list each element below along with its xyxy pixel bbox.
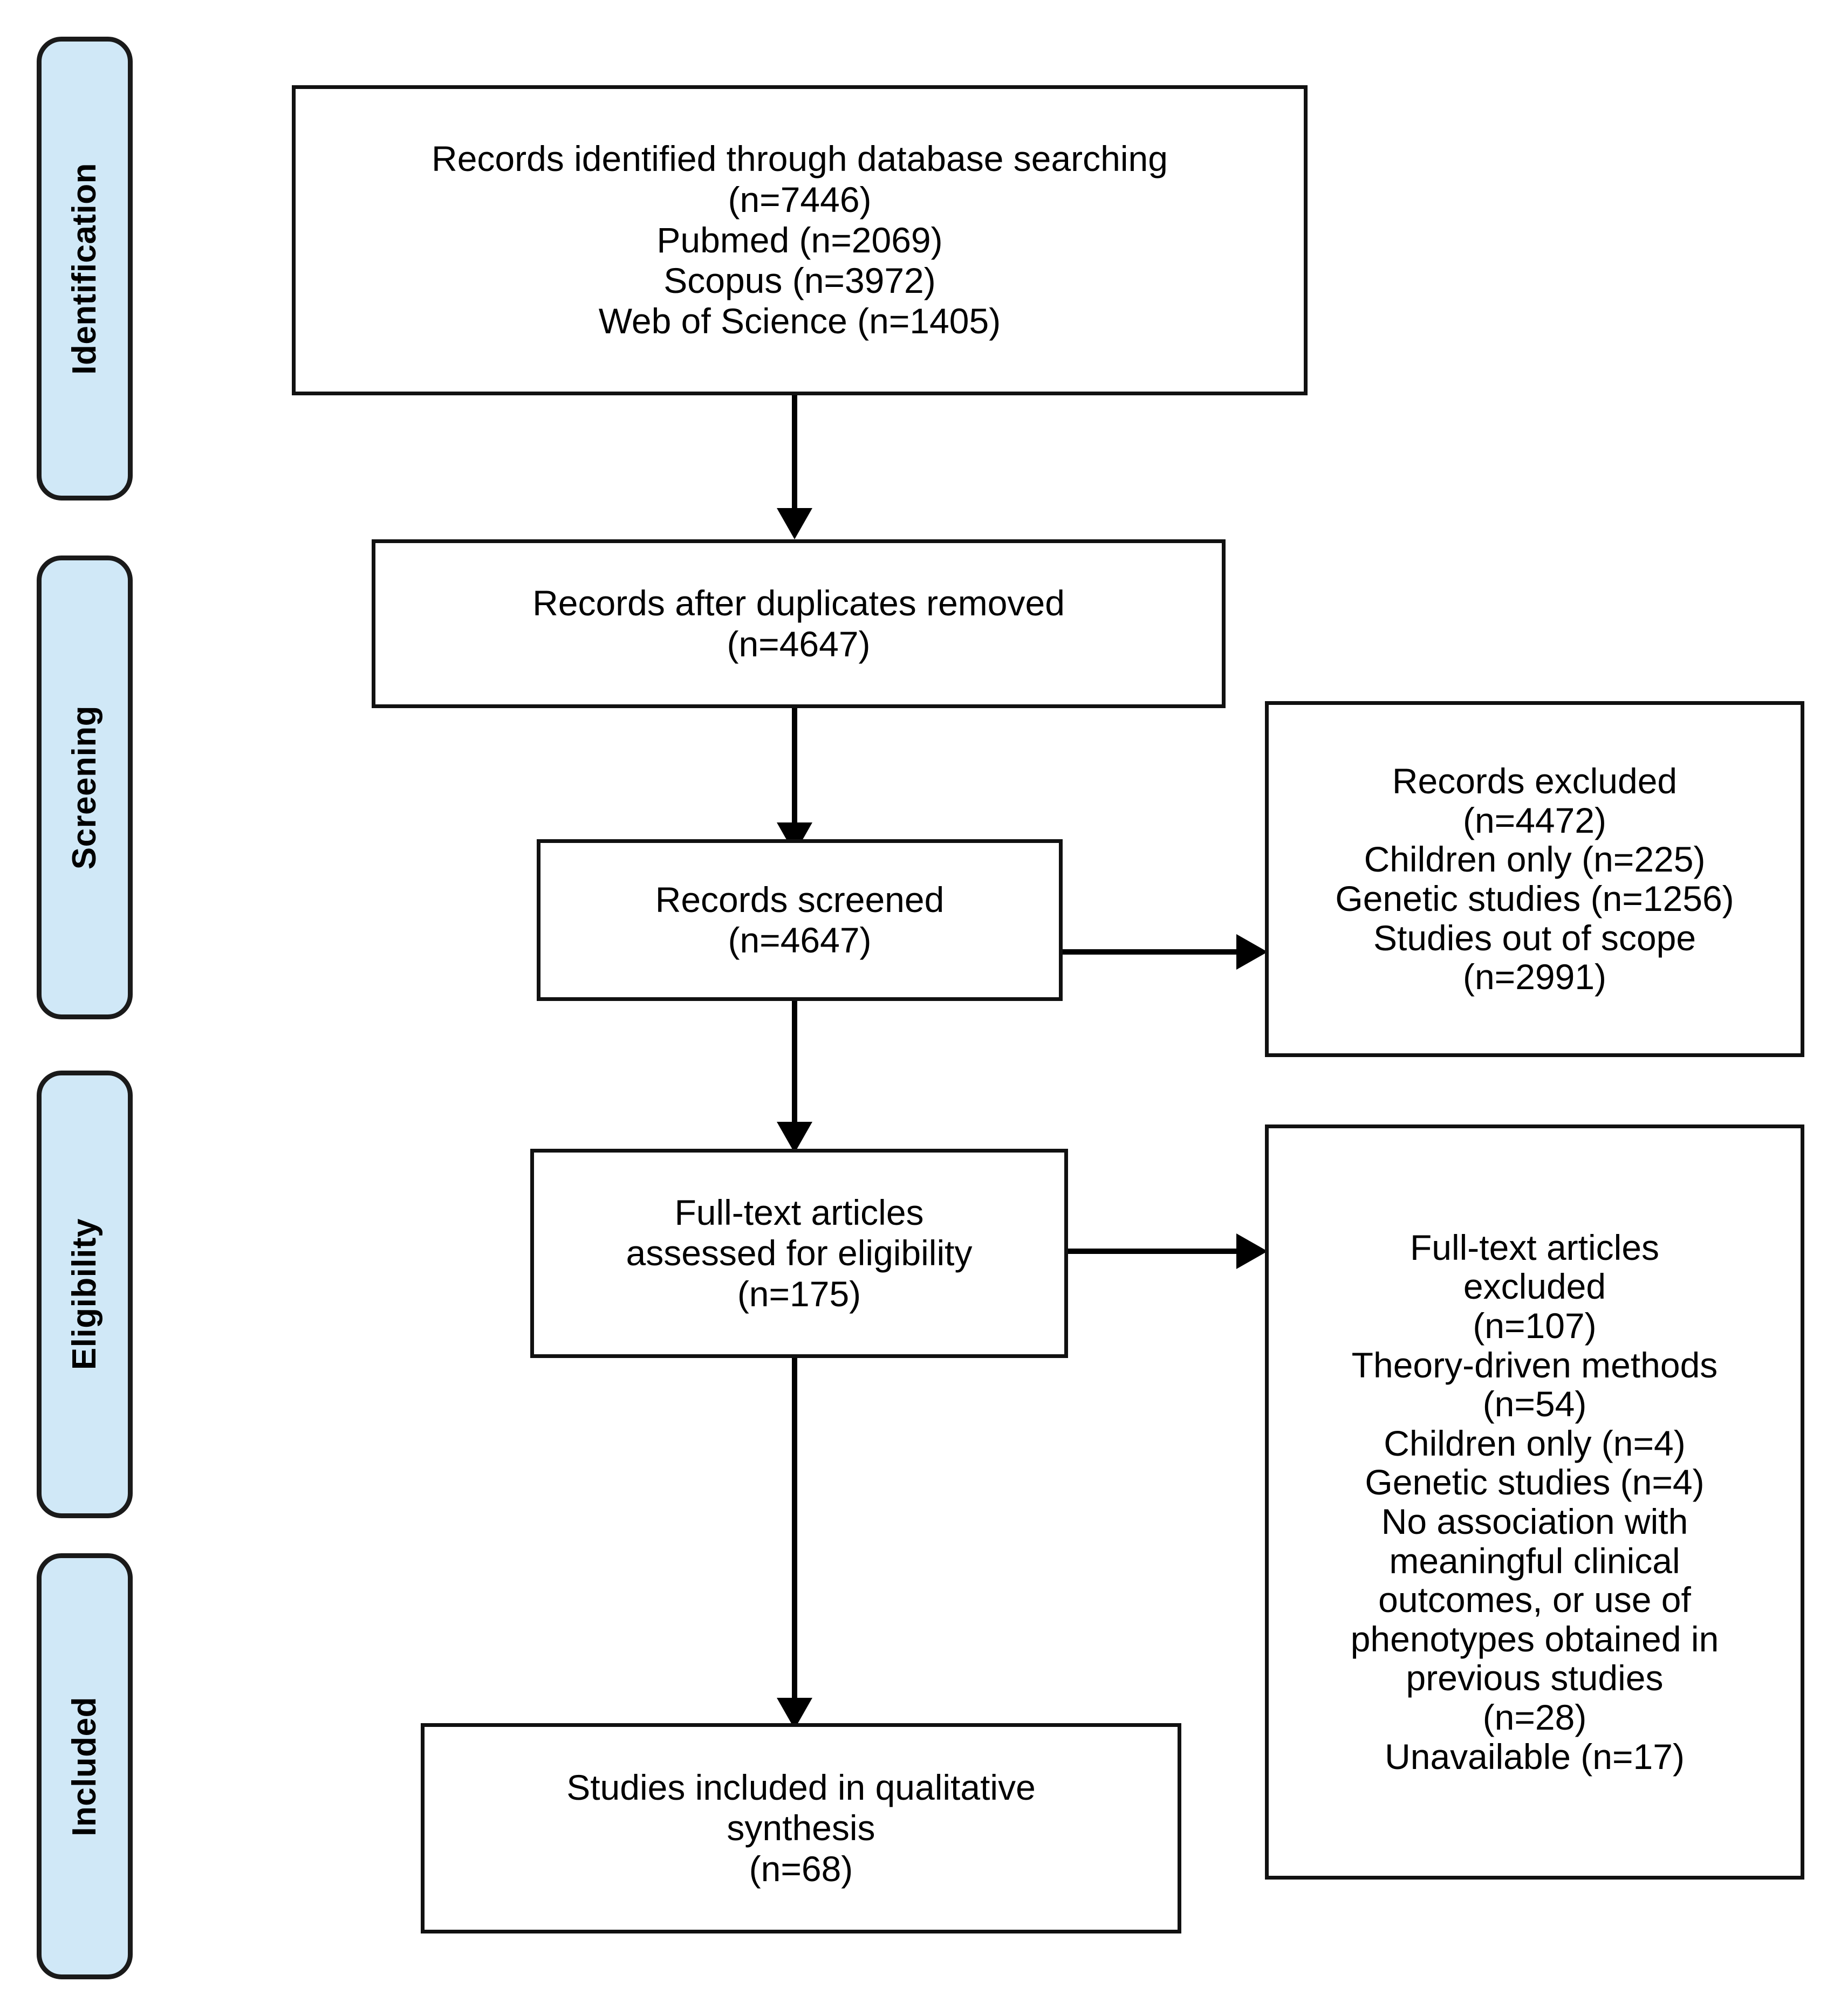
stage-label-eligibility: Eligibility bbox=[37, 1071, 133, 1518]
arrowhead-identified-to-duplicates bbox=[777, 508, 812, 539]
box-fulltext-assessed: Full-text articles assessed for eligibil… bbox=[530, 1149, 1068, 1358]
box-records-identified-text: Records identified through database sear… bbox=[432, 139, 1168, 341]
stage-label-included-text: Included bbox=[66, 1696, 103, 1836]
box-studies-included: Studies included in qualitative synthesi… bbox=[421, 1723, 1181, 1933]
box-records-excluded: Records excluded (n=4472) Children only … bbox=[1265, 701, 1804, 1057]
box-records-after-duplicates-text: Records after duplicates removed (n=4647… bbox=[532, 583, 1065, 664]
stage-label-screening-text: Screening bbox=[66, 705, 103, 870]
box-records-excluded-text: Records excluded (n=4472) Children only … bbox=[1335, 761, 1734, 997]
arrowhead-screened-to-excluded bbox=[1236, 934, 1268, 970]
box-records-screened-text: Records screened (n=4647) bbox=[655, 879, 945, 960]
box-studies-included-text: Studies included in qualitative synthesi… bbox=[566, 1767, 1036, 1889]
connector-fulltext-to-included bbox=[792, 1358, 797, 1700]
stage-label-identification-text: Identification bbox=[66, 162, 103, 375]
connector-screened-to-excluded bbox=[1063, 949, 1238, 955]
arrowhead-fulltext-to-excluded bbox=[1236, 1233, 1268, 1269]
box-fulltext-excluded: Full-text articles excluded (n=107) Theo… bbox=[1265, 1124, 1804, 1880]
connector-fulltext-to-excluded bbox=[1068, 1249, 1238, 1254]
connector-duplicates-to-screened bbox=[792, 708, 797, 824]
stage-label-identification: Identification bbox=[37, 37, 133, 500]
stage-label-screening: Screening bbox=[37, 556, 133, 1019]
box-fulltext-assessed-text: Full-text articles assessed for eligibil… bbox=[626, 1192, 973, 1314]
connector-identified-to-duplicates bbox=[792, 395, 797, 510]
stage-label-eligibility-text: Eligibility bbox=[66, 1218, 103, 1370]
connector-screened-to-fulltext bbox=[792, 1001, 797, 1124]
box-records-identified: Records identified through database sear… bbox=[292, 85, 1308, 395]
arrowhead-screened-to-fulltext bbox=[777, 1122, 812, 1153]
box-records-screened: Records screened (n=4647) bbox=[537, 839, 1063, 1001]
stage-label-included: Included bbox=[37, 1553, 133, 1979]
box-records-after-duplicates: Records after duplicates removed (n=4647… bbox=[372, 539, 1226, 708]
box-fulltext-excluded-text: Full-text articles excluded (n=107) Theo… bbox=[1350, 1227, 1719, 1777]
